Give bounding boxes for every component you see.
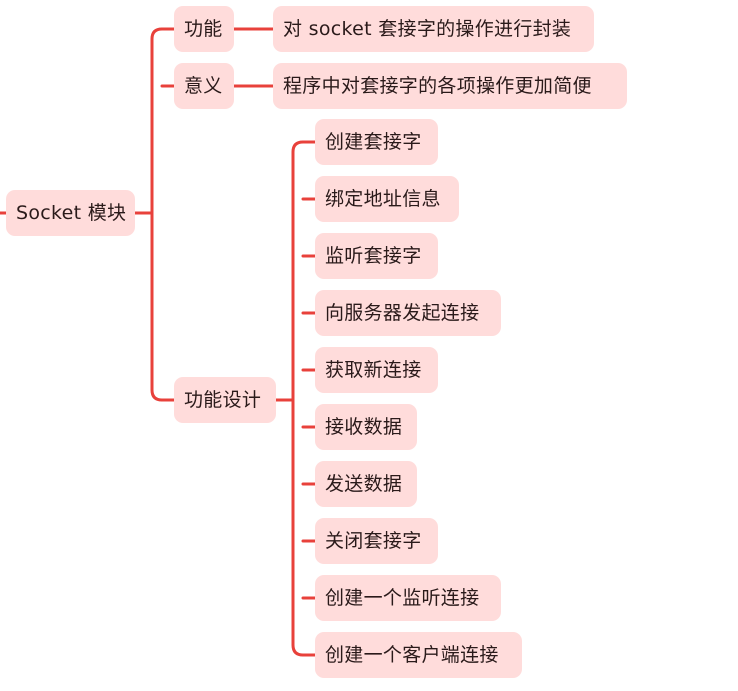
design-spine bbox=[291, 140, 305, 657]
root-node-socket-module[interactable]: Socket 模块 bbox=[6, 190, 135, 236]
branch-node-meaning[interactable]: 意义 bbox=[174, 63, 234, 109]
leaf-node-create-listener[interactable]: 创建一个监听连接 bbox=[315, 575, 501, 621]
leaf-node-connect-server[interactable]: 向服务器发起连接 bbox=[315, 290, 501, 336]
leaf-node-close-socket[interactable]: 关闭套接字 bbox=[315, 518, 438, 564]
leaf-node-listen-socket[interactable]: 监听套接字 bbox=[315, 233, 438, 279]
leaf-node-send-data[interactable]: 发送数据 bbox=[315, 461, 417, 507]
branch-node-function[interactable]: 功能 bbox=[174, 6, 234, 52]
leaf-node-accept-connection[interactable]: 获取新连接 bbox=[315, 347, 438, 393]
leaf-node-create-client[interactable]: 创建一个客户端连接 bbox=[315, 632, 522, 678]
branch-node-function-design[interactable]: 功能设计 bbox=[174, 377, 276, 423]
leaf-node-function-desc[interactable]: 对 socket 套接字的操作进行封装 bbox=[273, 6, 594, 52]
leaf-node-bind-address[interactable]: 绑定地址信息 bbox=[315, 176, 459, 222]
root-spine bbox=[150, 27, 164, 402]
leaf-node-receive-data[interactable]: 接收数据 bbox=[315, 404, 417, 450]
leaf-node-create-socket[interactable]: 创建套接字 bbox=[315, 119, 438, 165]
leaf-node-meaning-desc[interactable]: 程序中对套接字的各项操作更加简便 bbox=[273, 63, 627, 109]
